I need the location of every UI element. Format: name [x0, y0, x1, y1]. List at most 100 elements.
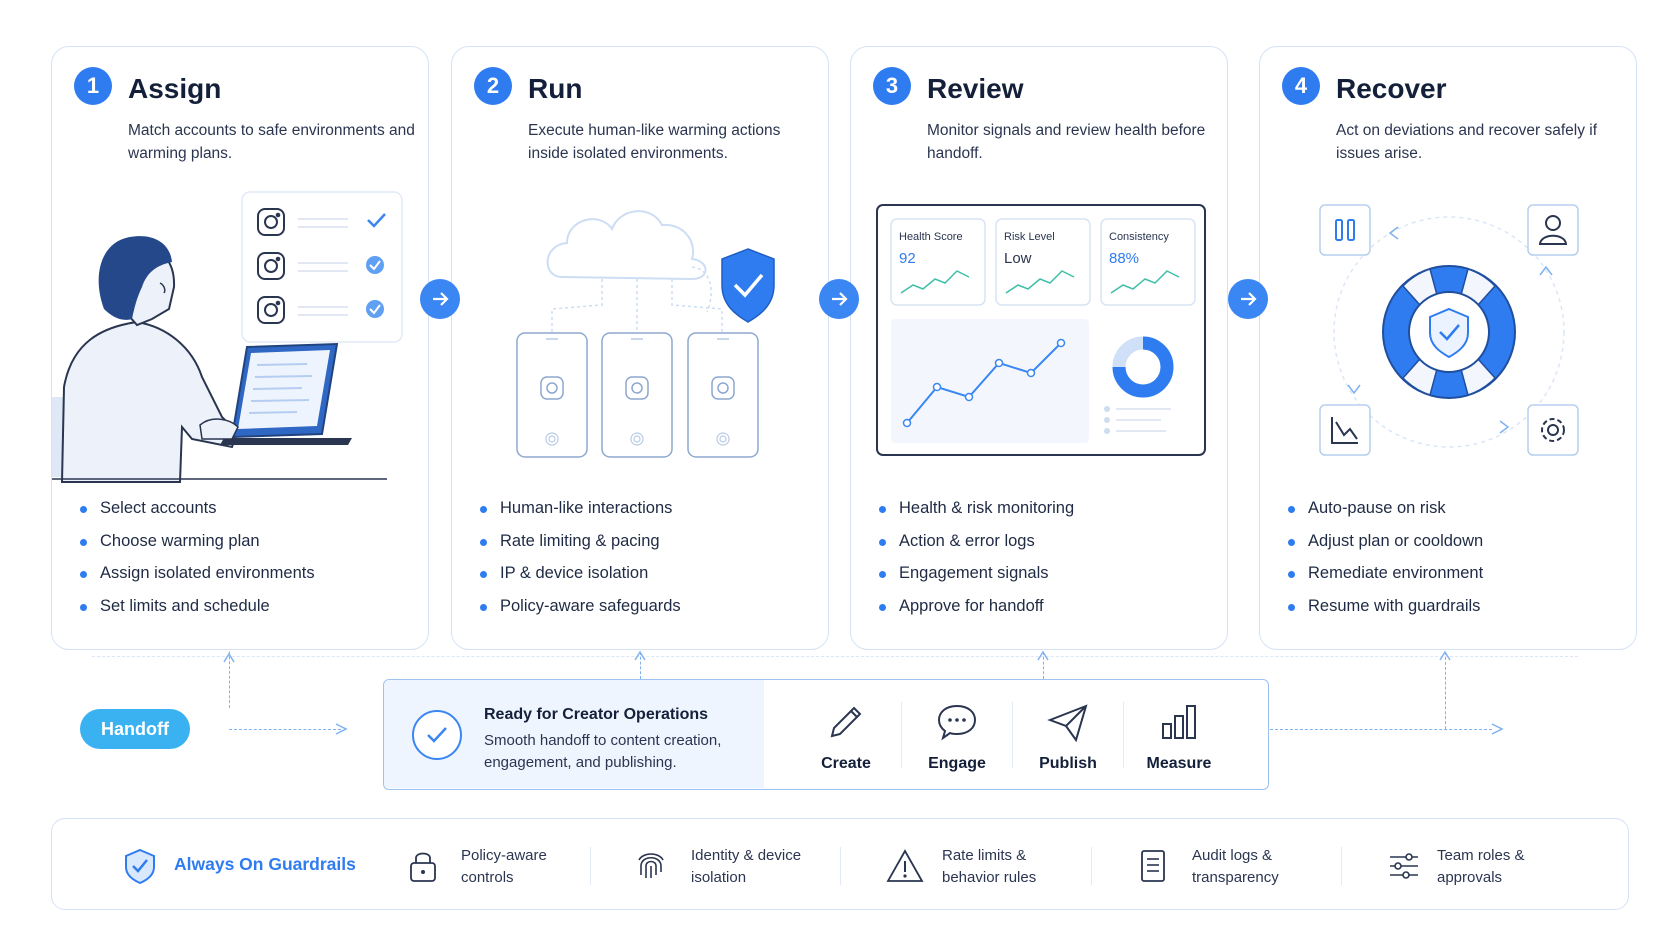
step-description: Monitor signals and review health before… — [927, 122, 1206, 162]
chat-bubble-icon — [937, 704, 977, 741]
ready-title: Ready for Creator Operations — [484, 706, 709, 723]
list-item: Approve for handoff — [879, 597, 1074, 630]
instagram-icon — [257, 208, 285, 324]
connector-line — [1043, 652, 1044, 679]
list-item: IP & device isolation — [480, 564, 681, 597]
step-card-assign: 1 Assign Match accounts to safe environm… — [51, 46, 429, 650]
arrow-right-icon — [420, 279, 460, 319]
line-chart-icon — [902, 338, 1066, 428]
list-item: Select accounts — [80, 499, 315, 532]
metric-value: 92 — [899, 250, 916, 267]
step-title: Review — [927, 73, 1024, 104]
list-item: Resume with guardrails — [1288, 597, 1483, 630]
run-illustration — [516, 210, 775, 458]
guardrail-item: Identity & device isolation — [691, 847, 802, 886]
step-title: Recover — [1336, 73, 1447, 104]
fingerprint-icon — [638, 853, 664, 878]
lock-icon — [410, 852, 436, 882]
sparkline-icon — [900, 270, 1180, 294]
operation-label: Create — [821, 755, 871, 772]
connector-line — [1445, 652, 1446, 729]
step-title: Run — [528, 73, 583, 104]
bar-chart-icon — [1162, 705, 1196, 739]
connector-line — [640, 652, 641, 679]
step-title: Assign — [128, 73, 222, 104]
metric-label: Consistency — [1109, 231, 1169, 243]
step-number: 2 — [474, 67, 512, 105]
guardrails-title: Always On Guardrails — [174, 854, 356, 874]
step-number: 1 — [74, 67, 112, 105]
divider — [1341, 847, 1342, 885]
instagram-icon — [540, 376, 735, 400]
phone-icon — [516, 332, 759, 458]
metric-label: Risk Level — [1004, 231, 1055, 243]
assign-illustration — [52, 191, 403, 483]
guardrail-item: Team roles & approvals — [1437, 847, 1525, 886]
list-item: Health & risk monitoring — [879, 499, 1074, 532]
check-circle-icon — [412, 710, 462, 760]
connector-line — [229, 632, 230, 708]
step-number: 4 — [1282, 67, 1320, 105]
list-item: Auto-pause on risk — [1288, 499, 1483, 532]
list-item: Choose warming plan — [80, 532, 315, 565]
trend-down-icon — [1331, 417, 1358, 444]
warning-icon — [886, 849, 924, 882]
step-card-recover: 4 Recover Act on deviations and recover … — [1259, 46, 1637, 650]
list-item: Remediate environment — [1288, 564, 1483, 597]
guardrail-item: Audit logs & transparency — [1192, 847, 1279, 886]
guardrail-item: Policy-aware controls — [461, 847, 547, 886]
ready-for-creator-ops-panel: Ready for Creator Operations Smooth hand… — [383, 679, 1269, 790]
operation-label: Engage — [928, 755, 986, 772]
metric-label: Health Score — [899, 231, 963, 243]
step-number: 3 — [873, 67, 911, 105]
fingerprint-icon — [545, 432, 730, 446]
step-bullets: Select accounts Choose warming plan Assi… — [80, 499, 315, 629]
guardrails-panel: Always On Guardrails Policy-aware contro… — [51, 818, 1629, 910]
gear-icon — [1541, 418, 1565, 442]
donut-chart-icon — [1112, 336, 1174, 398]
list-item: Human-like interactions — [480, 499, 681, 532]
operation-publish: Publish — [1018, 700, 1118, 773]
handoff-pill: Handoff — [80, 709, 190, 749]
divider — [1123, 702, 1124, 768]
step-bullets: Auto-pause on risk Adjust plan or cooldo… — [1288, 499, 1483, 629]
step-bullets: Health & risk monitoring Action & error … — [879, 499, 1074, 629]
operation-label: Measure — [1146, 755, 1212, 772]
ready-summary: Ready for Creator Operations Smooth hand… — [384, 680, 764, 788]
check-icon — [367, 213, 386, 228]
recover-illustration — [1319, 204, 1579, 456]
operation-engage: Engage — [907, 700, 1007, 773]
divider — [840, 847, 841, 885]
step-description: Execute human-like warming actions insid… — [528, 122, 781, 162]
guardrail-item: Rate limits & behavior rules — [942, 847, 1037, 886]
connector-line — [229, 729, 341, 730]
divider — [590, 847, 591, 885]
sliders-icon — [1390, 853, 1418, 879]
operation-create: Create — [796, 700, 896, 773]
divider — [1091, 847, 1092, 885]
shield-check-icon — [125, 848, 155, 885]
operation-measure: Measure — [1129, 700, 1229, 773]
arrow-right-icon — [819, 279, 859, 319]
metric-value: 88% — [1109, 250, 1139, 267]
review-dashboard-illustration: Health Score 92 Risk Level Low Consisten… — [876, 204, 1206, 456]
list-item: Assign isolated environments — [80, 564, 315, 597]
arrow-right-icon — [1228, 279, 1268, 319]
divider — [1012, 702, 1013, 768]
divider — [901, 702, 902, 768]
step-bullets: Human-like interactions Rate limiting & … — [480, 499, 681, 629]
user-icon — [1538, 215, 1568, 245]
document-icon — [1141, 850, 1165, 882]
pause-icon — [1335, 219, 1355, 241]
list-item: Policy-aware safeguards — [480, 597, 681, 630]
paper-plane-icon — [1047, 704, 1088, 743]
shield-icon — [721, 248, 775, 323]
operation-label: Publish — [1039, 755, 1097, 772]
step-card-run: 2 Run Execute human-like warming actions… — [451, 46, 829, 650]
list-item: Engagement signals — [879, 564, 1074, 597]
connector-line — [1270, 729, 1492, 730]
connector-line — [92, 656, 1578, 657]
metric-value: Low — [1004, 250, 1032, 267]
list-item: Adjust plan or cooldown — [1288, 532, 1483, 565]
cloud-icon — [546, 210, 707, 281]
